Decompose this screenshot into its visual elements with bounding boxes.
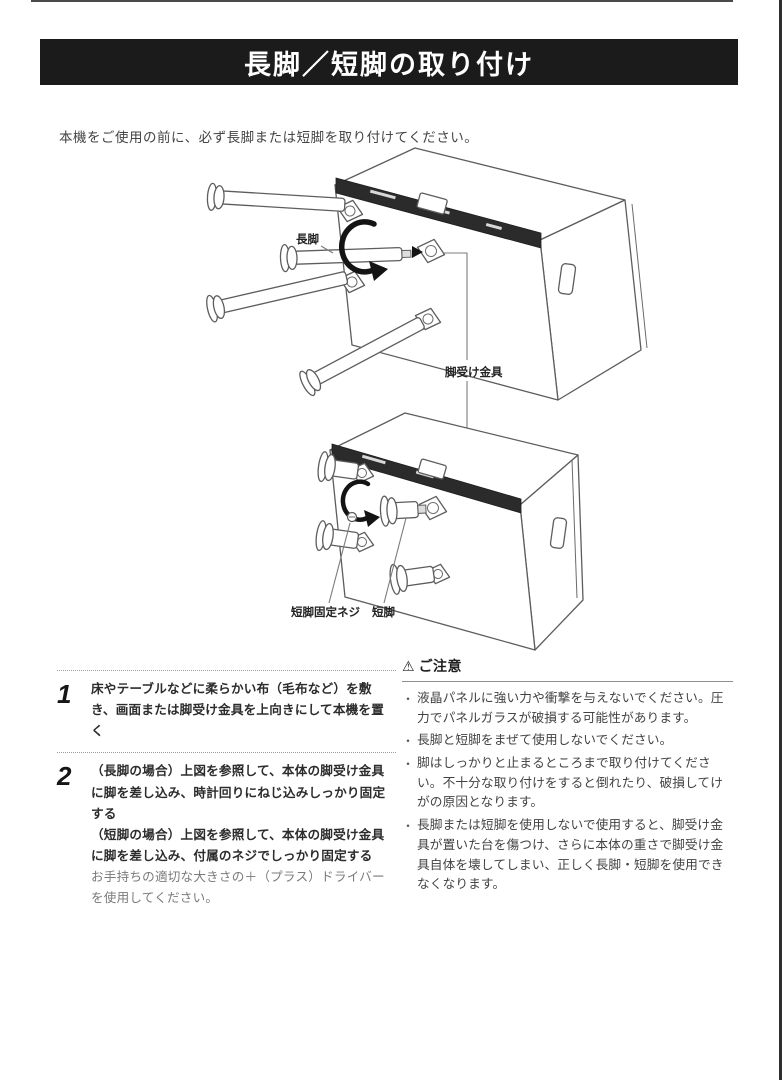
long-leg-shape xyxy=(206,271,349,323)
warning-icon: ⚠ xyxy=(402,658,415,674)
step-2: 2 （長脚の場合）上図を参照して、本体の脚受け金具に脚を差し込み、時計回りにねじ… xyxy=(57,752,396,919)
step-2-paragraph-long: （長脚の場合）上図を参照して、本体の脚受け金具に脚を差し込み、時計回りにねじ込み… xyxy=(91,764,386,821)
scan-edge-right xyxy=(779,0,782,1080)
fixing-screw xyxy=(346,511,358,523)
step-1: 1 床やテーブルなどに柔らかい布（毛布など）を敷き、画面または脚受け金具を上向き… xyxy=(57,670,396,752)
long-leg-shape xyxy=(206,182,346,212)
caution-list: ・ 液晶パネルに強い力や衝撃を与えないでください。圧力でパネルガラスが破損する可… xyxy=(402,689,733,895)
short-leg-inserting xyxy=(379,495,427,527)
top-knob xyxy=(416,192,448,215)
section-header: 長脚／短脚の取り付け xyxy=(40,39,738,85)
caution-title: ご注意 xyxy=(418,658,463,674)
installation-diagram: 長脚 脚受け金具 xyxy=(206,147,648,651)
caution-section: ⚠ ご注意 ・ 液晶パネルに強い力や衝撃を与えないでください。圧力でパネルガラス… xyxy=(402,656,733,898)
bullet-marker: ・ xyxy=(402,692,415,706)
label-short-leg-screw: 短脚固定ネジ xyxy=(291,605,360,619)
caution-item: ・ 長脚または短脚を使用しないで使用すると、脚受け金具が置いた台を傷つけ、さらに… xyxy=(402,816,733,895)
step-1-paragraph: 床やテーブルなどに柔らかい布（毛布など）を敷き、画面または脚受け金具を上向きにし… xyxy=(91,682,384,739)
short-leg-shape xyxy=(315,520,360,552)
insert-direction-arrow xyxy=(412,246,423,258)
caution-item-text: 液晶パネルに強い力や衝撃を与えないでください。圧力でパネルガラスが破損する可能性… xyxy=(417,691,724,725)
bracket-leader-line xyxy=(444,252,468,360)
caution-header: ⚠ ご注意 xyxy=(402,656,733,682)
long-leg-shape xyxy=(299,317,425,397)
instruction-steps: 1 床やテーブルなどに柔らかい布（毛布など）を敷き、画面または脚受け金具を上向き… xyxy=(57,670,396,920)
leg-bracket-target xyxy=(416,238,446,264)
step-2-paragraph-note: お手持ちの適切な大きさの＋（プラス）ドライバーを使用してください。 xyxy=(91,870,385,906)
step-2-text: （長脚の場合）上図を参照して、本体の脚受け金具に脚を差し込み、時計回りにねじ込み… xyxy=(91,761,396,909)
scan-edge-top xyxy=(31,0,733,2)
screw-leader-line xyxy=(328,522,351,604)
step-1-number: 1 xyxy=(57,679,72,709)
leg-bracket-target xyxy=(418,495,448,521)
bullet-marker: ・ xyxy=(402,819,415,834)
bullet-marker: ・ xyxy=(402,757,415,772)
step-1-text: 床やテーブルなどに柔らかい布（毛布など）を敷き、画面または脚受け金具を上向きにし… xyxy=(91,679,396,742)
label-long-leg: 長脚 xyxy=(296,232,319,246)
label-short-leg: 短脚 xyxy=(372,605,395,619)
rotate-arrow-lower xyxy=(340,479,380,527)
device-lower-drawing xyxy=(329,412,584,651)
caution-item: ・ 脚はしっかりと止まるところまで取り付けてください。不十分な取り付けをすると倒… xyxy=(402,754,733,813)
step-2-paragraph-short: （短脚の場合）上図を参照して、本体の脚受け金具に脚を差し込み、付属のネジでしっか… xyxy=(91,827,385,864)
caution-item-text: 脚はしっかりと止まるところまで取り付けてください。不十分な取り付けをすると倒れた… xyxy=(417,756,724,810)
step-2-number: 2 xyxy=(57,761,72,792)
page-title: 長脚／短脚の取り付け xyxy=(244,49,534,80)
intro-text: 本機をご使用の前に、必ず長脚または短脚を取り付けてください。 xyxy=(59,130,479,145)
rotate-arrow-upper xyxy=(338,219,388,281)
handle-slot-upper xyxy=(557,263,577,295)
caution-item: ・ 長脚と短脚をまぜて使用しないでください。 xyxy=(402,731,733,751)
short-leg-leader-line xyxy=(383,517,407,604)
caution-item: ・ 液晶パネルに強い力や衝撃を与えないでください。圧力でパネルガラスが破損する可… xyxy=(402,689,733,728)
long-leg-leader xyxy=(320,245,334,254)
top-knob xyxy=(417,458,447,480)
caution-item-text: 長脚と短脚をまぜて使用しないでください。 xyxy=(417,733,673,748)
short-leg-shape xyxy=(317,451,360,483)
handle-slot-lower xyxy=(549,517,568,549)
bullet-marker: ・ xyxy=(402,734,415,749)
caution-item-text: 長脚または短脚を使用しないで使用すると、脚受け金具が置いた台を傷つけ、さらに本体… xyxy=(417,818,724,892)
label-leg-bracket: 脚受け金具 xyxy=(445,365,503,379)
